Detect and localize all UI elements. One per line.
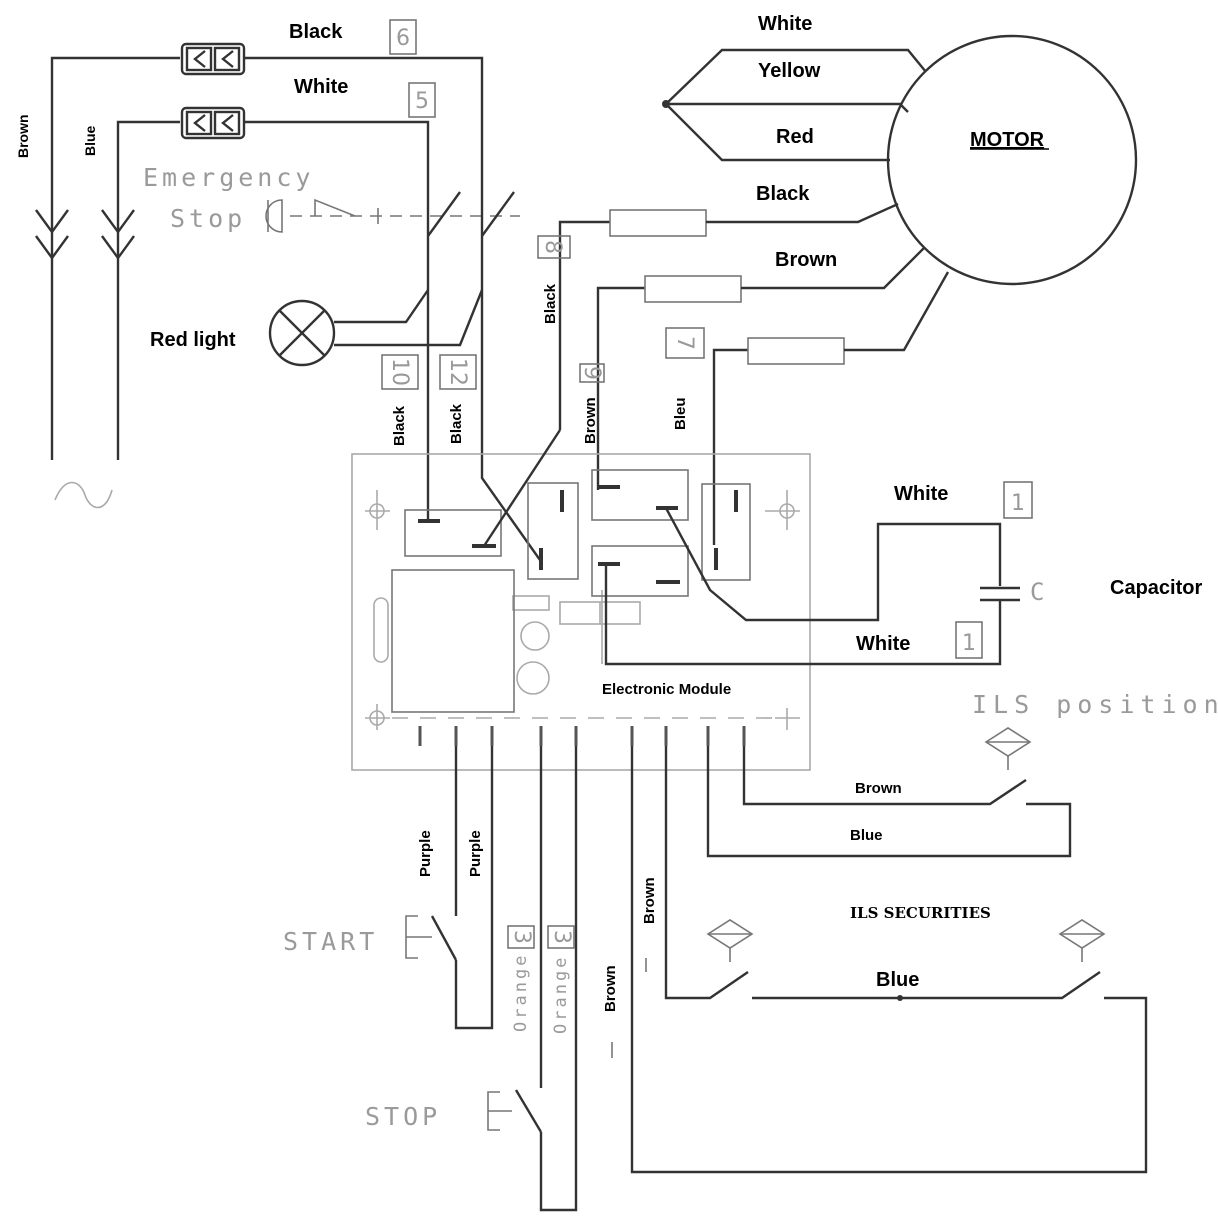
stop-button-switch [487, 746, 578, 1212]
emergency-stop: Emergency Stop [143, 163, 541, 561]
terminal-8: 8 [540, 240, 565, 254]
label-white-top: White [294, 76, 348, 98]
ils-securities-switches [611, 746, 1148, 1174]
label-stop-word: Stop [170, 204, 246, 233]
label-brown-mid: Brown [641, 877, 658, 924]
label-motor-yellow: Yellow [758, 60, 821, 82]
label-brown-9: Brown [582, 397, 599, 444]
label-cap-white-bottom: White [856, 633, 910, 655]
terminal-9: 9 [579, 366, 604, 380]
terminal-5: 5 [415, 89, 429, 114]
terminal-3b: 3 [549, 930, 574, 944]
label-blue-left: Blue [82, 125, 98, 156]
label-purple-2: Purple [467, 830, 484, 877]
label-purple-1: Purple [417, 830, 434, 877]
label-black-10: Black [391, 405, 408, 446]
label-motor-red: Red [776, 126, 814, 148]
ac-symbol-icon [54, 481, 113, 509]
terminal-10: 10 [387, 358, 412, 386]
motor [558, 34, 1138, 545]
label-brown-low: Brown [602, 965, 619, 1012]
capacitor-c-label: C [1030, 578, 1044, 606]
module-label: Electronic Module [602, 681, 731, 698]
label-bleu-7: Bleu [672, 397, 689, 430]
label-ils-securities: ILS SECURITIES [850, 904, 991, 922]
electronic-module [351, 429, 1002, 771]
connector-bottom [180, 106, 246, 140]
label-orange-2: Orange [551, 955, 571, 1034]
label-ils-blue: Blue [850, 827, 883, 844]
terminal-7: 7 [672, 336, 697, 350]
capacitor [980, 586, 1020, 602]
terminal-1b: 1 [962, 631, 976, 656]
label-black-top: Black [289, 21, 343, 43]
label-cap-white-top: White [894, 483, 948, 505]
label-orange-1: Orange [511, 953, 531, 1032]
terminal-3a: 3 [509, 930, 534, 944]
label-red-light: Red light [150, 329, 236, 351]
terminal-1a: 1 [1011, 491, 1025, 516]
label-emergency: Emergency [143, 163, 314, 192]
start-button-switch [405, 746, 494, 1030]
label-ils-brown: Brown [855, 780, 902, 797]
terminal-12: 12 [445, 358, 470, 386]
ils-position-switch [706, 727, 1072, 858]
mains-supply [35, 42, 484, 509]
label-start: START [283, 927, 378, 956]
label-motor-white: White [758, 13, 812, 35]
label-capacitor: Capacitor [1110, 577, 1202, 599]
label-black-8: Black [542, 283, 559, 324]
terminal-6: 6 [396, 26, 410, 51]
connector-top [180, 42, 246, 76]
label-motor-brown: Brown [775, 249, 837, 271]
label-black-12: Black [448, 403, 465, 444]
label-sec-blue: Blue [876, 969, 919, 991]
label-motor-black: Black [756, 183, 810, 205]
motor-title: MOTOR [970, 129, 1045, 151]
label-brown-left: Brown [15, 114, 31, 158]
label-stop: STOP [365, 1102, 441, 1131]
red-light-lamp [268, 289, 484, 367]
label-ils-position: ILS position [972, 690, 1218, 719]
